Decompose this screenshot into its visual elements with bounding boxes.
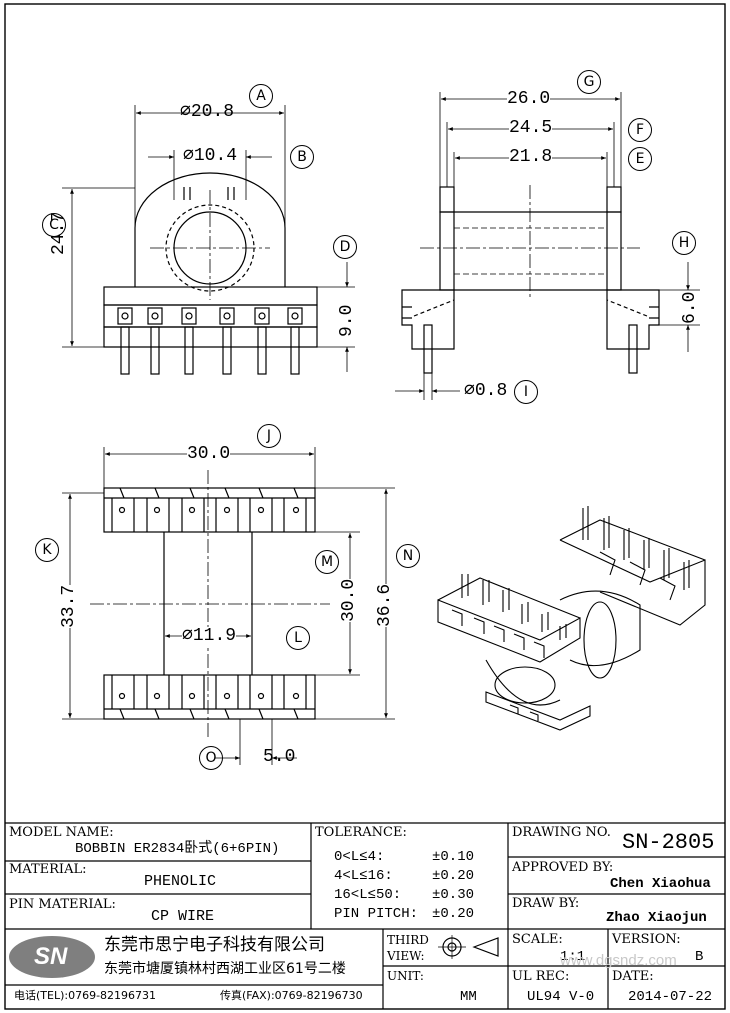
side-view-dims [395,92,700,400]
title-block-grid [5,822,725,1009]
dim-M-marker: M [315,550,339,574]
dim-N-marker: N [396,544,420,568]
material-label: MATERIAL: [9,862,87,877]
drawing-no: SN-2805 [622,830,715,855]
tolerance-range-3: 16<L≤50: [334,887,402,903]
tolerance-range-4: PIN PITCH: [334,906,419,922]
ul-rec-label: UL REC: [512,969,570,984]
scale-label: SCALE: [512,932,563,947]
dim-L-value: ⌀11.9 [182,626,237,646]
dim-K-marker: K [35,538,59,562]
dim-J-marker: J [257,424,281,448]
third-view-label-1: THIRD [387,933,429,947]
tolerance-value-2: ±0.20 [432,868,475,884]
unit: MM [460,989,477,1005]
version: B [695,949,704,965]
fax: 传真(FAX):0769-82196730 [220,989,363,1002]
dim-F-marker: F [628,118,652,142]
dim-A-marker: A [249,84,273,108]
version-label: VERSION: [612,932,681,947]
dim-L-marker: L [286,626,310,650]
tolerance-range-1: 0<L≤4: [334,849,385,865]
watermark: www.dgsndz.com [560,952,677,969]
tolerance-value-1: ±0.10 [432,849,475,865]
dim-I-value: ⌀0.8 [464,381,508,401]
dim-D-marker: D [333,235,357,259]
dim-F-value: 24.5 [509,118,553,138]
dim-E-marker: E [628,147,652,171]
top-view [90,470,330,740]
dim-G-marker: G [577,70,601,94]
tolerance-range-2: 4<L≤16: [334,868,393,884]
dim-K-value: 33.7 [59,584,79,628]
date-label: DATE: [612,969,654,984]
company-name: 东莞市思宁电子科技有限公司 [104,935,325,955]
tel: 电话(TEL):0769-82196731 [14,989,157,1002]
third-view-label-2: VIEW: [387,949,425,963]
dim-J-value: 30.0 [187,444,231,464]
dim-C-value: 24.7 [49,211,69,255]
tolerance-label: TOLERANCE: [315,825,407,840]
dim-B-value: ⌀10.4 [183,146,238,166]
pin-material-label: PIN MATERIAL: [9,897,116,912]
isometric-view [437,506,706,731]
dim-H-value: 6.0 [680,291,700,324]
logo-text: SN [34,943,68,970]
pin-material: CP WIRE [151,908,215,925]
scale: 1:1 [560,949,586,965]
dim-H-marker: H [672,231,696,255]
model-name: BOBBIN ER2834卧式(6+6PIN) [75,841,280,857]
approved-by: Chen Xiaohua [610,876,711,892]
tolerance-value-4: ±0.20 [432,906,475,922]
dim-B-marker: B [290,145,314,169]
dim-O-marker: O [199,746,223,770]
model-name-label: MODEL NAME: [9,825,114,840]
dim-A-value: ⌀20.8 [180,102,235,122]
draw-by: Zhao Xiaojun [606,910,707,926]
unit-label: UNIT: [387,969,424,983]
company-address: 东莞市塘厦镇林村西湖工业区61号二楼 [104,961,346,977]
side-view [401,185,660,374]
approved-by-label: APPROVED BY: [512,860,614,875]
dim-M-value: 30.0 [339,578,359,622]
material: PHENOLIC [144,873,217,890]
dim-D-value: 9.0 [337,304,357,337]
dim-G-value: 26.0 [507,89,551,109]
dim-N-value: 36.6 [375,583,395,627]
dim-I-marker: I [514,380,538,404]
dim-C-marker: C [42,213,66,237]
tolerance-value-3: ±0.30 [432,887,475,903]
date: 2014-07-22 [628,989,713,1005]
draw-by-label: DRAW BY: [512,896,580,911]
ul-rec: UL94 V-0 [527,989,595,1005]
front-view-dims [62,105,355,372]
dim-E-value: 21.8 [509,147,553,167]
drawing-no-label: DRAWING NO. [512,825,611,840]
company-logo [9,936,95,978]
front-view [103,172,318,375]
dim-O-value: 5.0 [263,747,296,767]
